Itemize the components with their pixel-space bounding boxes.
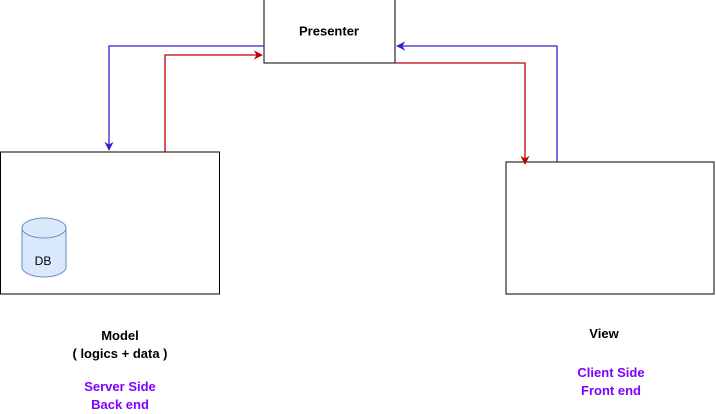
view-box (505, 161, 715, 295)
database-icon (21, 217, 67, 278)
database-label: DB (34, 254, 52, 268)
presenter-label: Presenter (299, 23, 359, 39)
model-to-presenter-arrow (164, 50, 263, 152)
model-subtitle: ( logics + data ) (72, 346, 168, 361)
presenter-box (263, 0, 396, 64)
view-tier-label: Front end (581, 383, 641, 398)
model-side-label: Server Side (84, 379, 156, 394)
presenter-to-model-arrow (104, 45, 264, 151)
presenter-to-view-arrow (395, 62, 530, 165)
view-title: View (589, 326, 619, 341)
model-title: Model (101, 328, 139, 343)
view-to-presenter-arrow (396, 41, 558, 162)
view-side-label: Client Side (577, 365, 645, 380)
model-tier-label: Back end (91, 397, 149, 412)
